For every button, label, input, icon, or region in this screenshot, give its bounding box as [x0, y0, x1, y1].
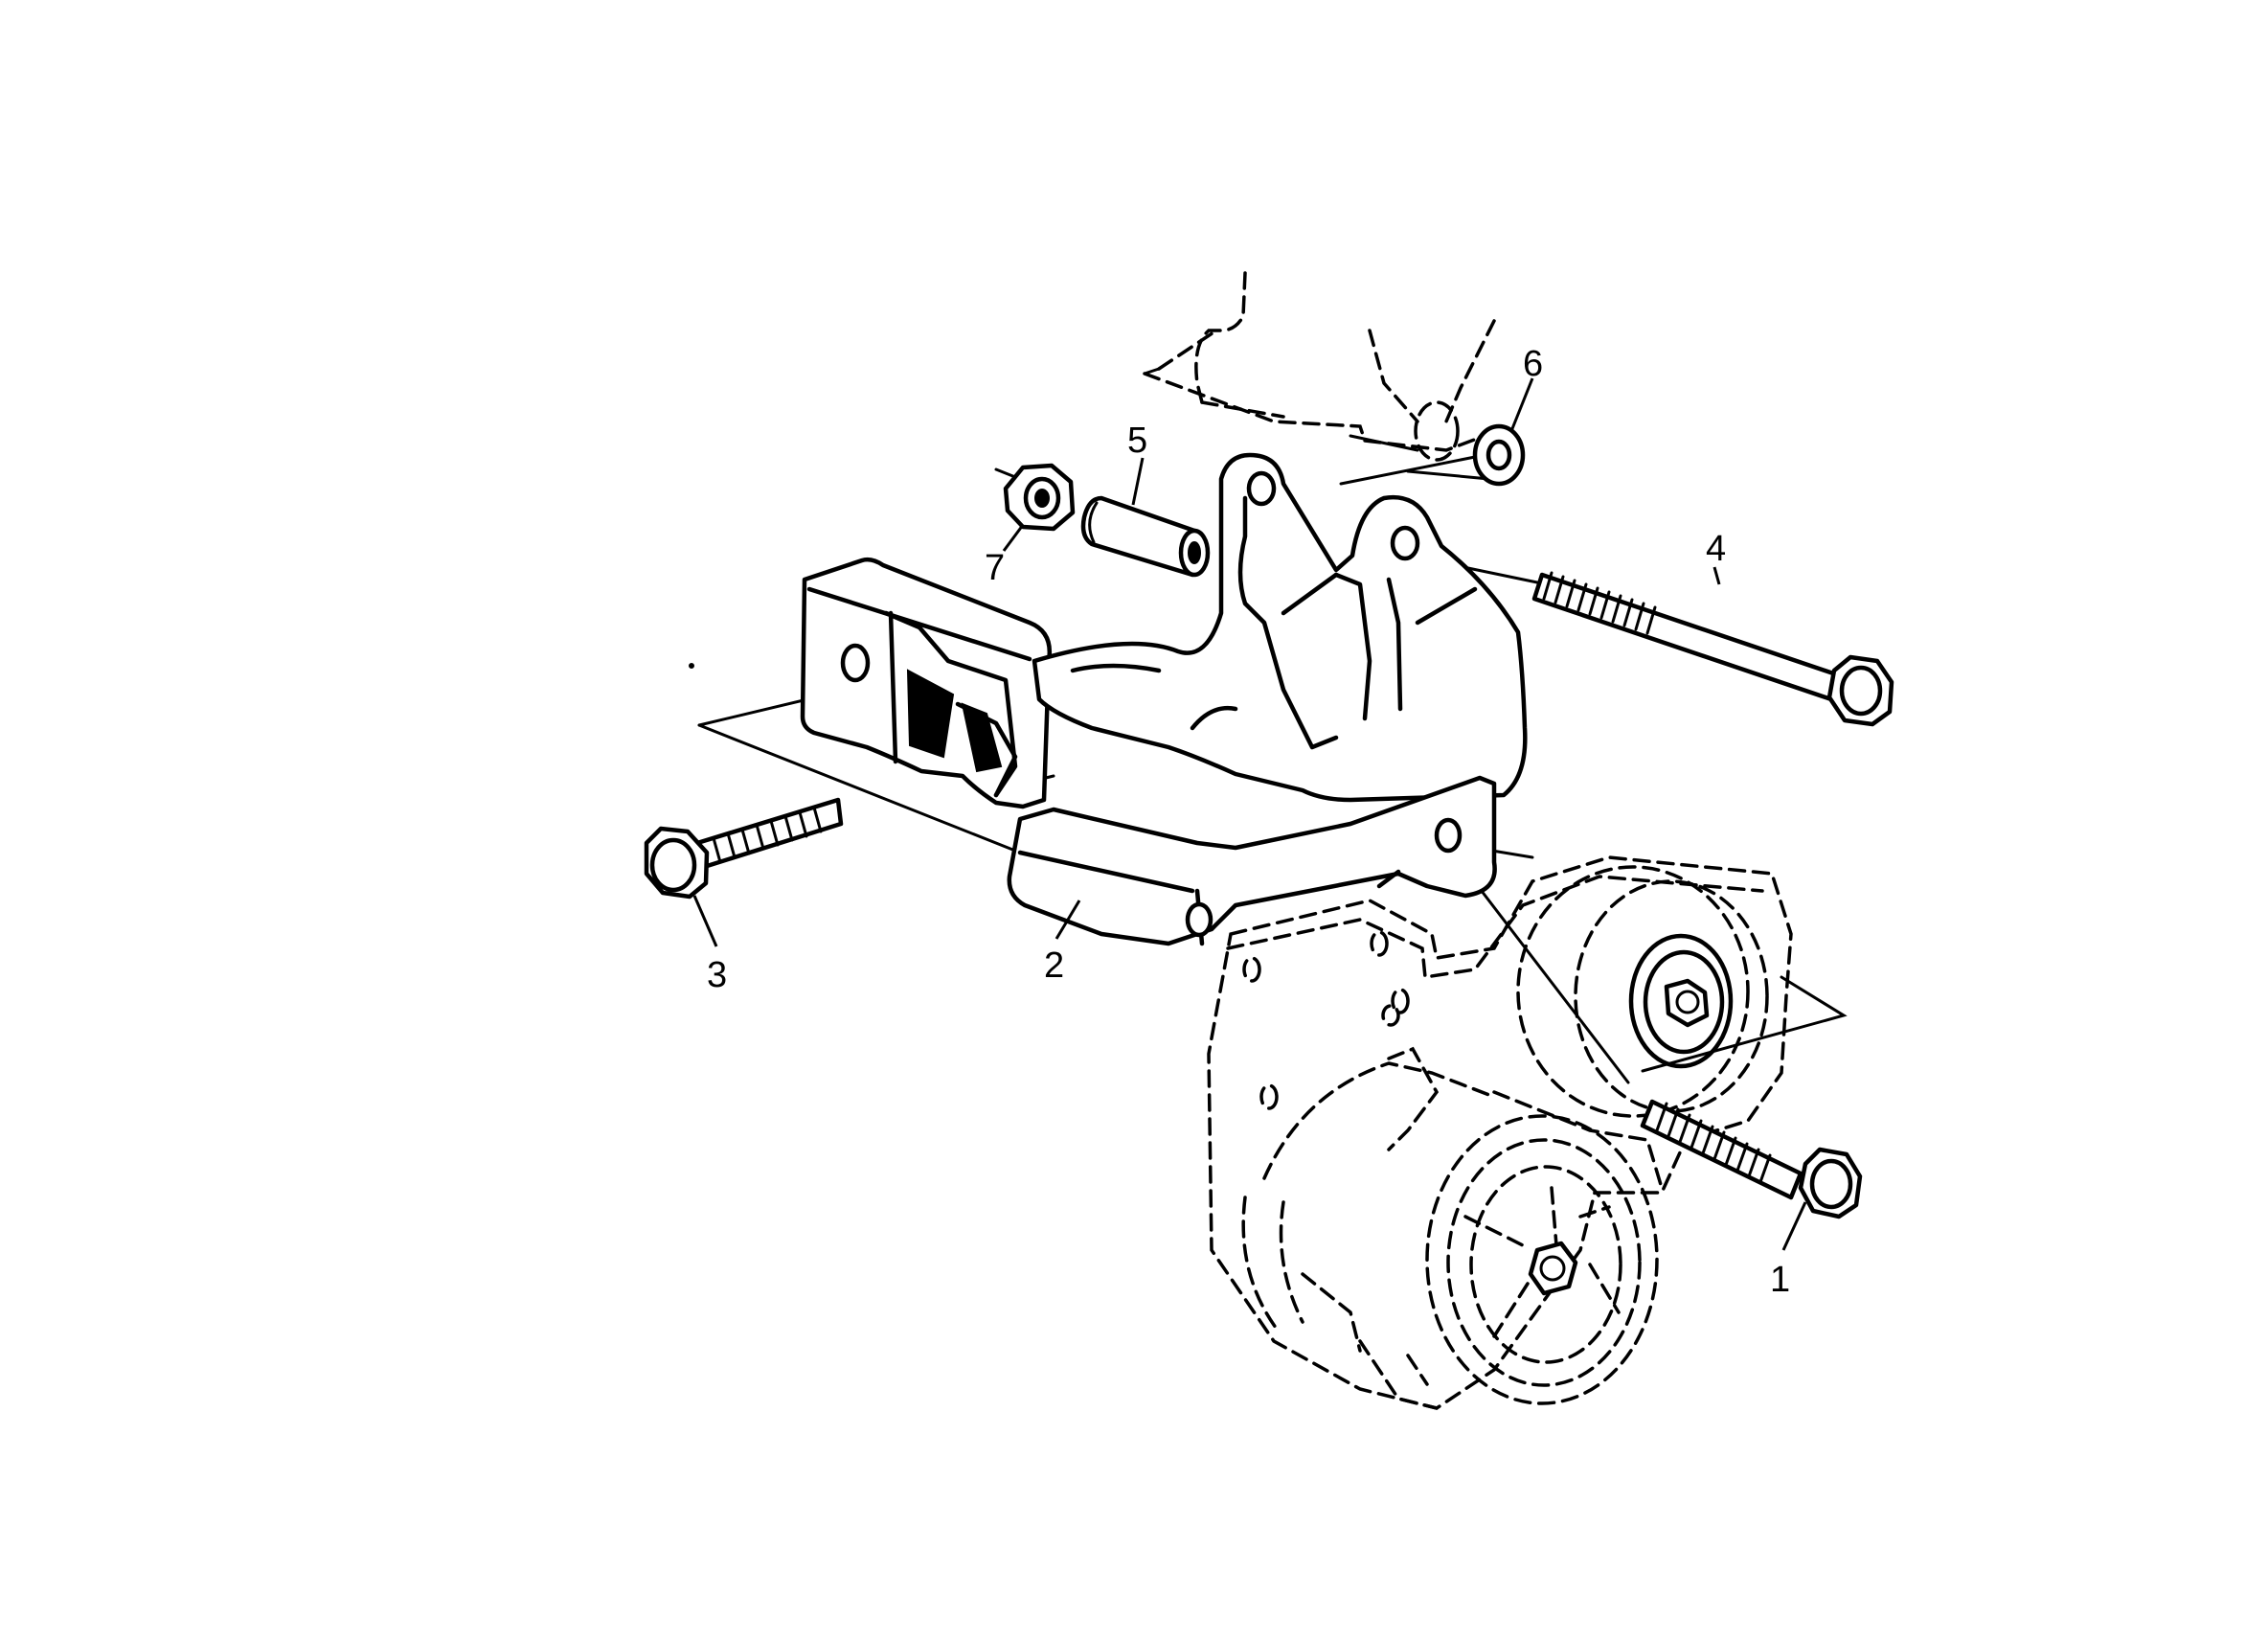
- callout-2: 2: [1044, 945, 1064, 986]
- callout-1: 1: [1770, 1260, 1790, 1300]
- washer-part-6: [1472, 423, 1526, 487]
- bolt-part-1: [1640, 1099, 1863, 1219]
- callout-3: 3: [707, 955, 727, 995]
- nut-part-7: [994, 463, 1076, 532]
- callout-7: 7: [985, 548, 1005, 588]
- callout-6: 6: [1523, 344, 1543, 384]
- bolt-part-3: [644, 797, 844, 900]
- speck: [689, 663, 694, 669]
- spacer-part-5: [1080, 495, 1211, 578]
- bolt-part-4: [1531, 571, 1894, 727]
- engine-block-phantom: [1143, 271, 1496, 462]
- mounting-bracket: [800, 452, 1528, 946]
- callout-5: 5: [1127, 421, 1147, 461]
- accessory-phantom: [1207, 855, 1793, 1410]
- callout-leaders: [692, 377, 1807, 1251]
- callout-4: 4: [1706, 529, 1726, 569]
